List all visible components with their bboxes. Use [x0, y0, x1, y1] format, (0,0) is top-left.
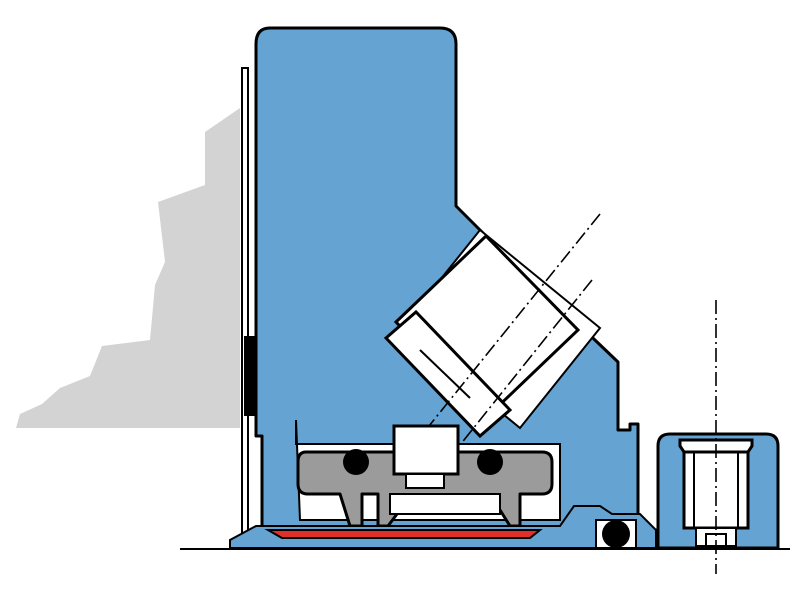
center-block: [392, 424, 460, 476]
seal-hub: [389, 493, 501, 515]
rock-surface: [16, 108, 240, 428]
centerline-axes: [407, 213, 601, 461]
o-ring-left: [343, 449, 369, 475]
bottom-o-ring: [602, 520, 630, 548]
wall-plate: [241, 67, 249, 539]
center-block-foot: [405, 473, 445, 489]
angled-sleeve: [383, 233, 581, 439]
red-gasket: [264, 529, 543, 539]
o-ring-right: [477, 449, 503, 475]
